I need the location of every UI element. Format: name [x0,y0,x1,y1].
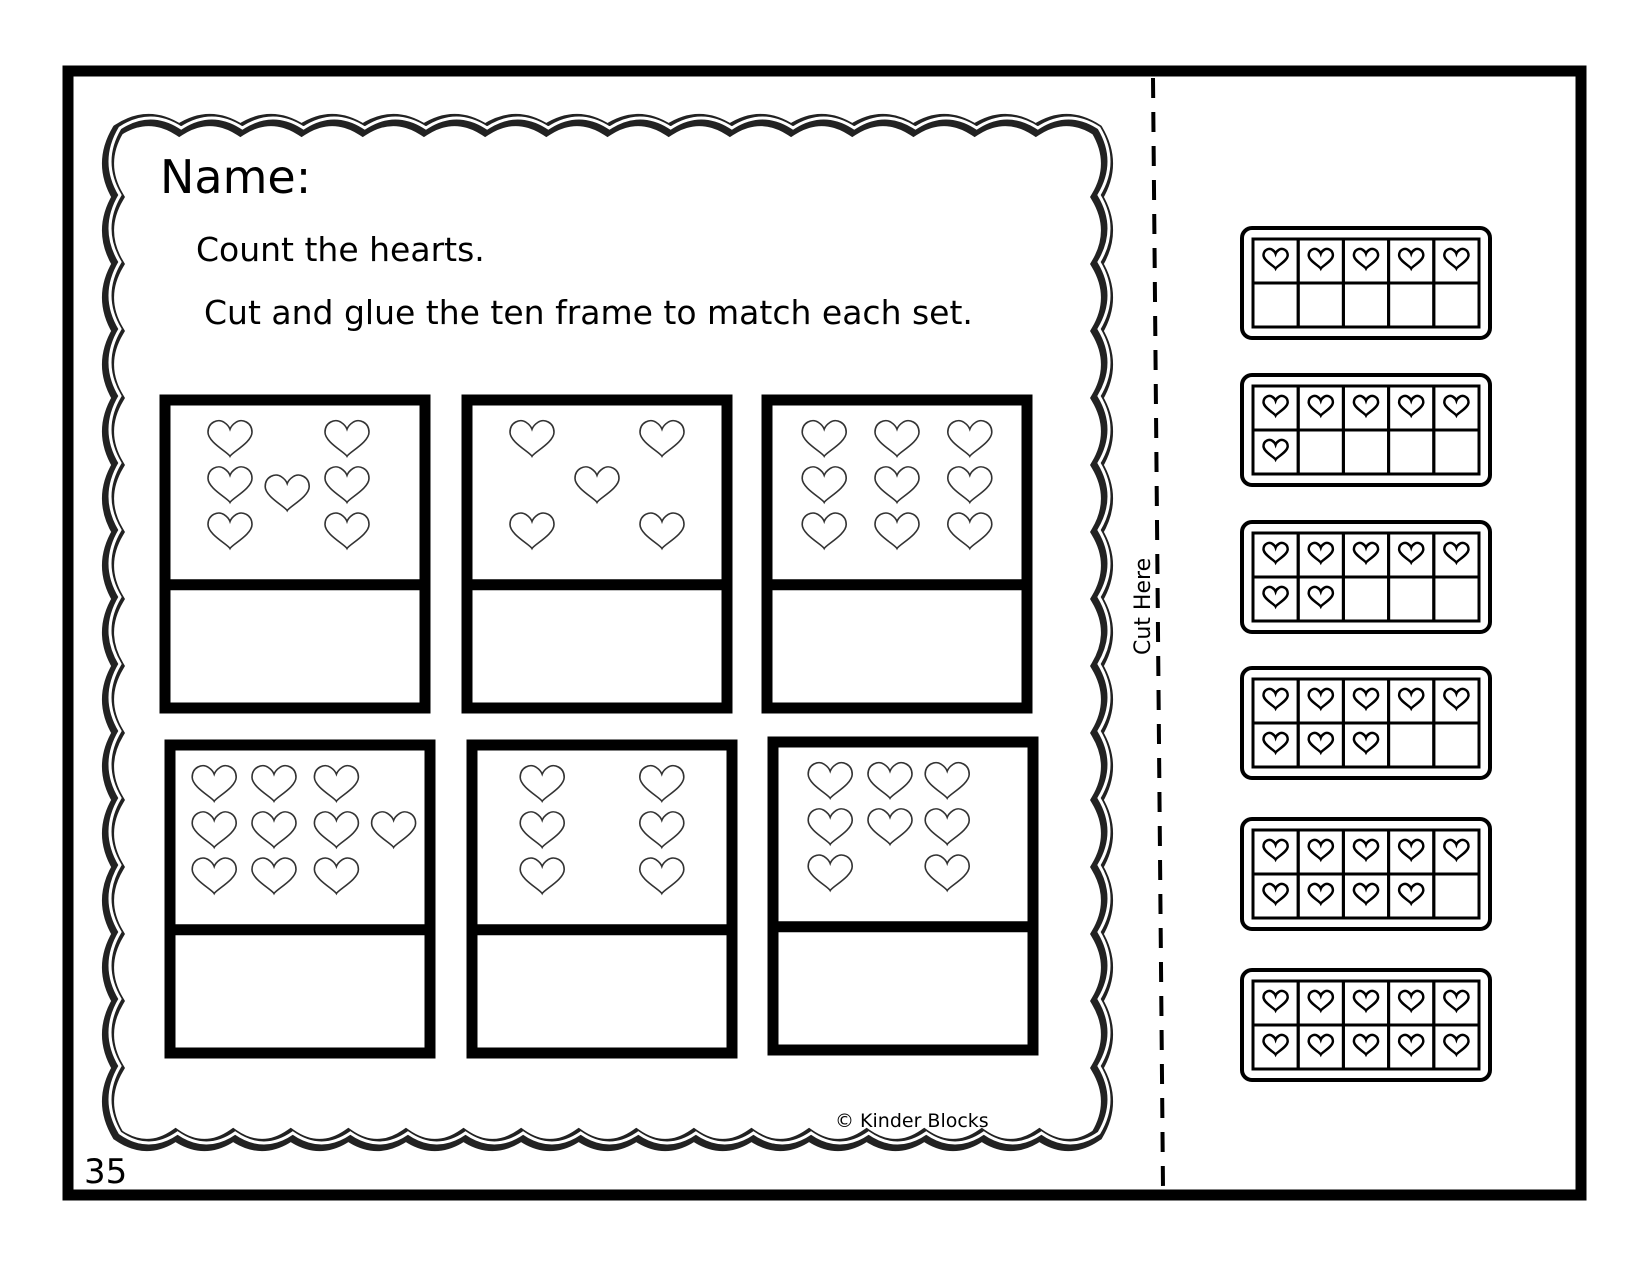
page-number: 35 [84,1152,128,1192]
heart-set-card [159,394,431,714]
ten-frame[interactable] [1240,968,1492,1082]
answer-box[interactable] [781,934,1025,1042]
answer-box[interactable] [775,592,1019,700]
ten-frame-cell [1432,1023,1481,1071]
page-border [62,65,1587,1201]
ten-frame-cell [1432,575,1481,623]
scallop-highlight [108,116,1111,1145]
scalloped-frame [102,114,1113,1151]
answer-box[interactable] [475,592,719,700]
problem-cards [159,394,1039,1059]
heart-set-card [767,736,1039,1056]
ten-frame[interactable] [1240,666,1492,780]
copyright-text: © Kinder Blocks [835,1110,989,1132]
answer-box[interactable] [480,937,724,1045]
ten-frame-strip [1240,226,1492,1082]
heart-set-card [461,394,733,714]
ten-frame-cell [1432,872,1481,920]
instruction-count: Count the hearts. [196,230,485,269]
heart-set-card [466,739,738,1059]
instruction-cut-glue: Cut and glue the ten frame to match each… [204,293,973,332]
answer-box[interactable] [173,592,417,700]
cut-line [1151,77,1165,1189]
ten-frame[interactable] [1240,817,1492,931]
heart-set-card [761,394,1033,714]
heart-set-card [164,739,436,1059]
ten-frame[interactable] [1240,520,1492,634]
ten-frame-cell [1432,281,1481,329]
ten-frame-cell [1432,428,1481,476]
scallop-outer [102,114,1113,1151]
ten-frame-cell [1432,721,1481,769]
answer-box[interactable] [178,937,422,1045]
ten-frame[interactable] [1240,373,1492,487]
ten-frame[interactable] [1240,226,1492,340]
name-label: Name: [160,150,312,204]
cut-here-label: Cut Here [1131,557,1156,655]
